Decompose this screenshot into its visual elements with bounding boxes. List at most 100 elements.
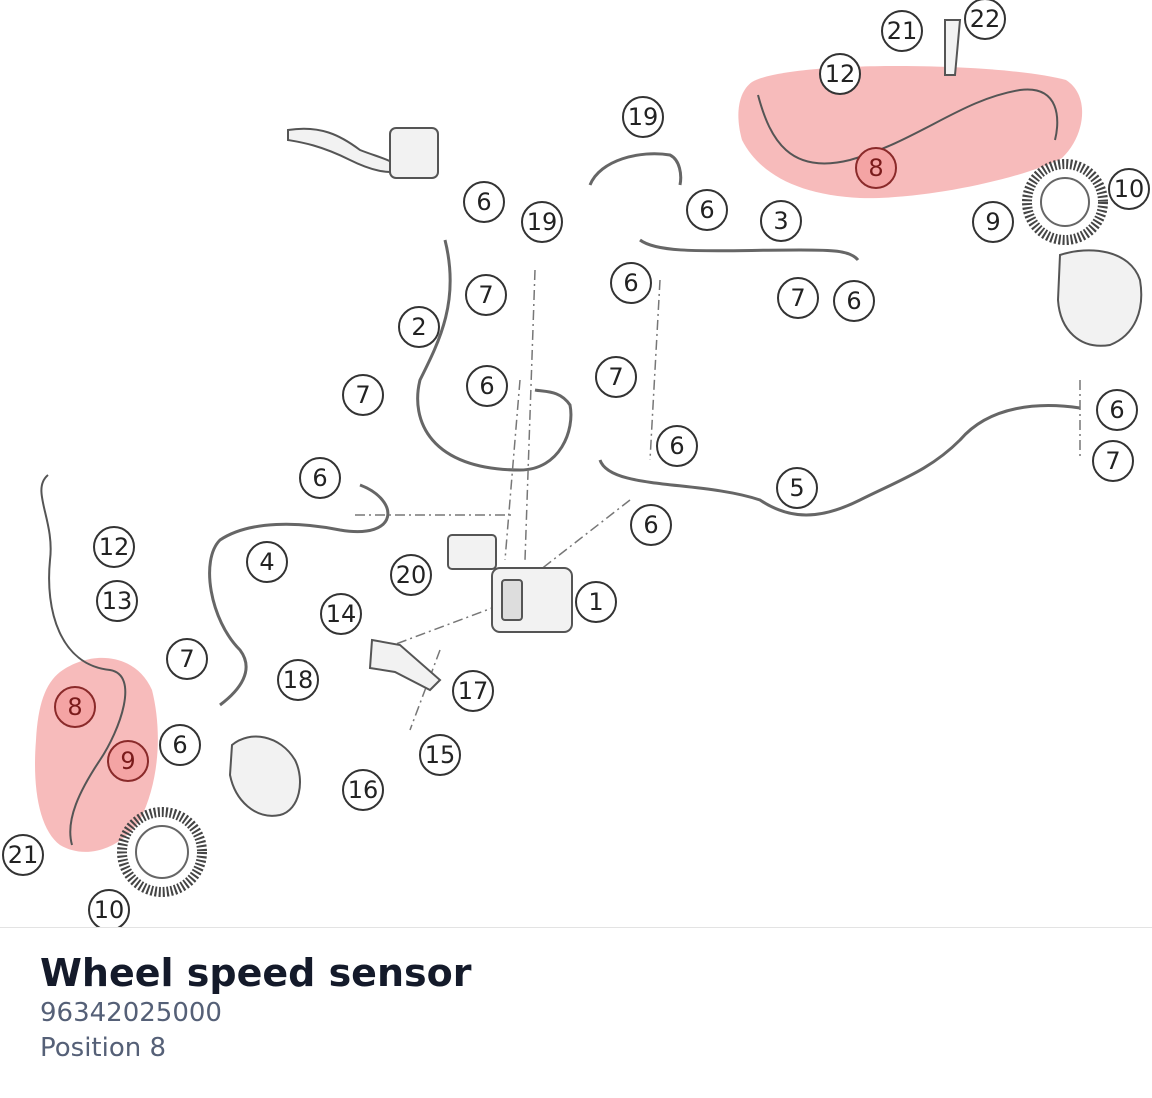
callout-number: 7 [790, 284, 805, 312]
part-title: Wheel speed sensor [40, 951, 472, 995]
callout-circle [777, 277, 819, 319]
callout-6: 6 [656, 425, 698, 467]
callout-number: 7 [355, 381, 370, 409]
callout-8: 8 [54, 686, 96, 728]
callout-number: 19 [628, 103, 659, 131]
callout-circle [881, 10, 923, 52]
callout-21: 21 [881, 10, 923, 52]
callout-number: 6 [623, 269, 638, 297]
callout-circle [630, 504, 672, 546]
callout-circle [166, 638, 208, 680]
tone-rings [117, 159, 1108, 897]
callout-circle [760, 200, 802, 242]
callout-number: 6 [476, 188, 491, 216]
callout-number: 18 [283, 666, 314, 694]
callout-3: 3 [760, 200, 802, 242]
callout-number: 6 [1109, 396, 1124, 424]
callout-number: 6 [643, 511, 658, 539]
callout-number: 1 [588, 588, 603, 616]
callout-8: 8 [855, 147, 897, 189]
callout-circle [390, 554, 432, 596]
part-position: Position 8 [40, 1033, 167, 1063]
callout-5: 5 [776, 467, 818, 509]
callout-number: 14 [326, 600, 357, 628]
callout-6: 6 [463, 181, 505, 223]
callout-circle [96, 580, 138, 622]
callout-number: 21 [887, 17, 918, 45]
callout-6: 6 [833, 280, 875, 322]
callout-number: 5 [789, 474, 804, 502]
callout-number: 8 [868, 154, 883, 182]
callout-circle [54, 686, 96, 728]
callout-circle [452, 670, 494, 712]
callout-number: 7 [1105, 447, 1120, 475]
callout-number: 17 [458, 677, 489, 705]
callout-9: 9 [972, 201, 1014, 243]
callout-1: 1 [575, 581, 617, 623]
callout-number: 20 [396, 561, 427, 589]
callout-circle [342, 769, 384, 811]
callout-circle [964, 0, 1006, 40]
callout-10: 10 [88, 889, 130, 927]
callout-number: 9 [985, 208, 1000, 236]
callout-circle [972, 201, 1014, 243]
callout-circle [465, 274, 507, 316]
callout-6: 6 [610, 262, 652, 304]
callout-22: 22 [964, 0, 1006, 40]
callout-number: 6 [669, 432, 684, 460]
callout-circle [656, 425, 698, 467]
callout-6: 6 [686, 189, 728, 231]
callout-number: 6 [172, 731, 187, 759]
callout-19: 19 [521, 201, 563, 243]
callout-number: 6 [479, 372, 494, 400]
callout-9: 9 [107, 740, 149, 782]
callout-circle [833, 280, 875, 322]
callout-circle [776, 467, 818, 509]
callout-number: 2 [411, 313, 426, 341]
callout-6: 6 [630, 504, 672, 546]
callout-number: 12 [825, 60, 856, 88]
callout-19: 19 [622, 96, 664, 138]
callout-number: 9 [120, 747, 135, 775]
callout-10: 10 [1108, 168, 1150, 210]
callout-number: 10 [94, 896, 125, 924]
part-info: Wheel speed sensor 96342025000 Position … [40, 950, 471, 1066]
callout-7: 7 [465, 274, 507, 316]
callout-number: 7 [478, 281, 493, 309]
callout-circle [622, 96, 664, 138]
callout-number: 7 [179, 645, 194, 673]
callout-7: 7 [595, 356, 637, 398]
callout-circle [88, 889, 130, 927]
callout-number: 12 [99, 533, 130, 561]
callout-circle [466, 365, 508, 407]
brake-lines [40, 88, 1081, 846]
callout-circle [575, 581, 617, 623]
callout-7: 7 [342, 374, 384, 416]
callout-circle [855, 147, 897, 189]
callout-21: 21 [2, 834, 44, 876]
callout-circle [342, 374, 384, 416]
callout-number: 22 [970, 5, 1001, 33]
callout-circle [819, 53, 861, 95]
callout-4: 4 [246, 541, 288, 583]
divider [0, 927, 1152, 928]
callout-6: 6 [299, 457, 341, 499]
callout-circle [2, 834, 44, 876]
callout-number: 7 [608, 363, 623, 391]
callout-circle [398, 306, 440, 348]
callout-circle [1096, 389, 1138, 431]
callout-circle [521, 201, 563, 243]
component-shapes [228, 19, 1143, 817]
callout-number: 6 [699, 196, 714, 224]
callout-7: 7 [777, 277, 819, 319]
callout-circle [595, 356, 637, 398]
callout-circle [277, 659, 319, 701]
assembly-guides [355, 269, 1081, 731]
part-number: 96342025000 [40, 998, 222, 1028]
callout-6: 6 [159, 724, 201, 766]
callout-16: 16 [342, 769, 384, 811]
callout-7: 7 [166, 638, 208, 680]
